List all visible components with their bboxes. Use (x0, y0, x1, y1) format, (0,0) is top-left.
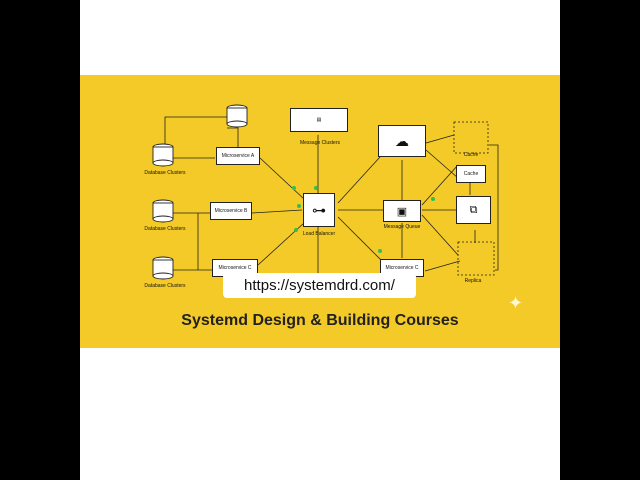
load-balancer-label: Load Balancer (302, 231, 336, 237)
db-label-2: Database Clusters (144, 226, 186, 232)
message-queue-box: ▣ (383, 200, 421, 222)
microservice-a: Microservice A (216, 147, 260, 165)
message-clusters-box: ▤ (290, 108, 348, 132)
message-queue-label: Message Queue (383, 224, 421, 230)
microservice-b: Microservice B (210, 202, 252, 220)
tree-icon: ⊶ (312, 201, 326, 218)
message-clusters-label: Message Clusters (299, 140, 340, 146)
cloud-icon: ☁ (395, 132, 409, 149)
inbox-icon: ▤ (316, 117, 322, 123)
banner-title: Systemd Design & Building Courses (181, 312, 459, 329)
url-overlay[interactable]: https://systemdrd.com/ (223, 273, 416, 298)
cache-box: Cache (456, 165, 486, 183)
db-label-1: Database Clusters (144, 170, 186, 176)
cluster-box: ⧉ (456, 196, 491, 224)
sparkle-icon: ✦ (508, 293, 524, 313)
nodes-icon: ⧉ (469, 203, 478, 216)
architecture-diagram (152, 104, 499, 280)
replica-label: Replica (464, 278, 482, 284)
cloud-box: ☁ (378, 125, 426, 157)
cache-top-label: Cache (463, 152, 479, 158)
load-balancer-box: ⊶ (303, 193, 335, 227)
db-label-3: Database Clusters (144, 283, 186, 289)
document-icon: ▣ (396, 205, 408, 218)
